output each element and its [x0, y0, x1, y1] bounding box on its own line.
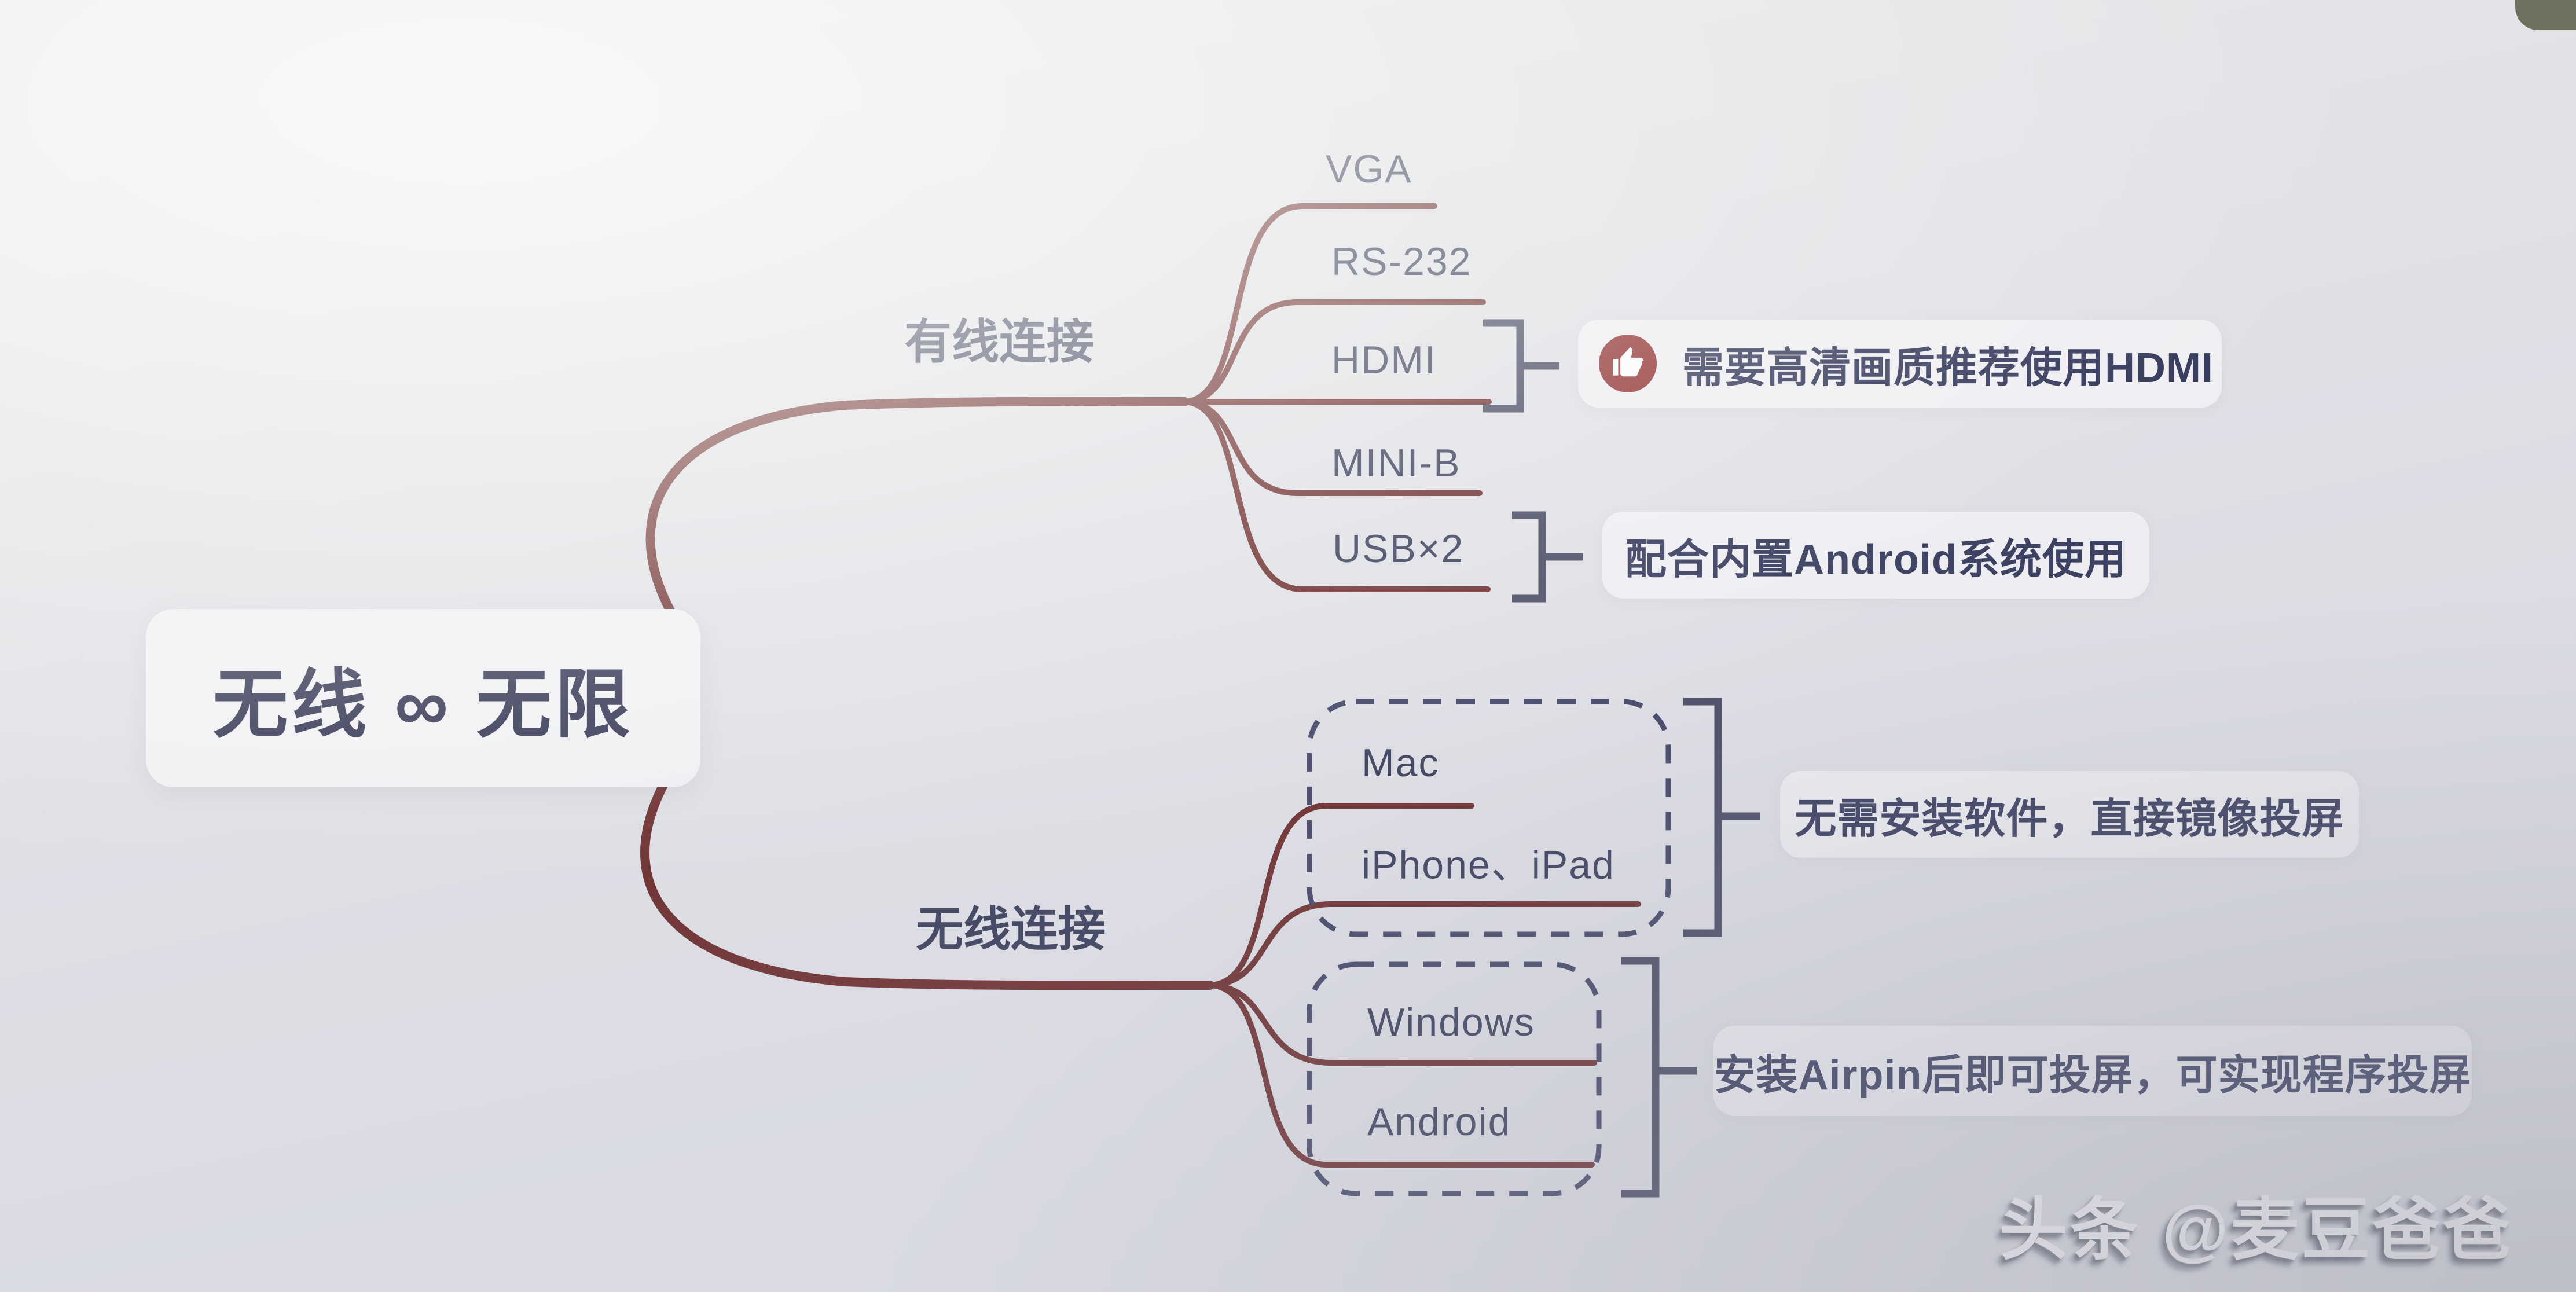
annotation-usb-text: 配合内置Android系统使用	[1625, 536, 2127, 583]
annotation-airpin-group-text: 安装Airpin后即可投屏，可实现程序投屏	[1713, 1052, 2472, 1099]
leaf-label-usb: USB×2	[1333, 527, 1465, 571]
leaf-label-rs232: RS-232	[1331, 240, 1472, 284]
leaf-label-android: Android	[1367, 1100, 1511, 1144]
branch-label-wired: 有线连接	[904, 315, 1095, 369]
branch-label-wireless: 无线连接	[915, 903, 1106, 956]
bracket-apple-group	[1683, 698, 1760, 937]
leaf-label-windows: Windows	[1367, 1000, 1535, 1044]
leaf-line-iphone-ipad	[1207, 901, 1641, 988]
bracket-airpin-group	[1621, 957, 1697, 1198]
dashed-box-apple-group	[1307, 699, 1671, 937]
annotation-hdmi-text: 需要高清画质推荐使用HDMI	[1682, 344, 2214, 391]
annotation-apple-group: 无需安装软件，直接镜像投屏	[1780, 771, 2359, 858]
annotation-usb: 配合内置Android系统使用	[1602, 512, 2149, 599]
watermark: 头条 @麦豆爸爸	[1999, 1192, 2513, 1268]
leaf-label-minib: MINI-B	[1331, 441, 1461, 485]
bracket-hdmi	[1483, 319, 1559, 413]
dashed-box-airpin-group	[1307, 961, 1602, 1196]
thumbs-up-icon	[1599, 335, 1657, 392]
leaf-label-vga: VGA	[1326, 147, 1412, 191]
leaf-label-hdmi: HDMI	[1331, 338, 1437, 382]
leaf-label-iphone-ipad: iPhone、iPad	[1362, 843, 1615, 887]
leaf-label-mac: Mac	[1362, 741, 1440, 785]
wired-trunk-line	[645, 397, 1189, 615]
annotation-airpin-group: 安装Airpin后即可投屏，可实现程序投屏	[1713, 1026, 2472, 1116]
root-node: 无线 ∞ 无限	[146, 609, 700, 787]
annotation-apple-group-text: 无需安装软件，直接镜像投屏	[1795, 795, 2344, 842]
root-node-label: 无线 ∞ 无限	[212, 662, 634, 747]
annotation-hdmi: 需要高清画质推荐使用HDMI	[1578, 320, 2222, 408]
bracket-usb	[1512, 511, 1583, 603]
